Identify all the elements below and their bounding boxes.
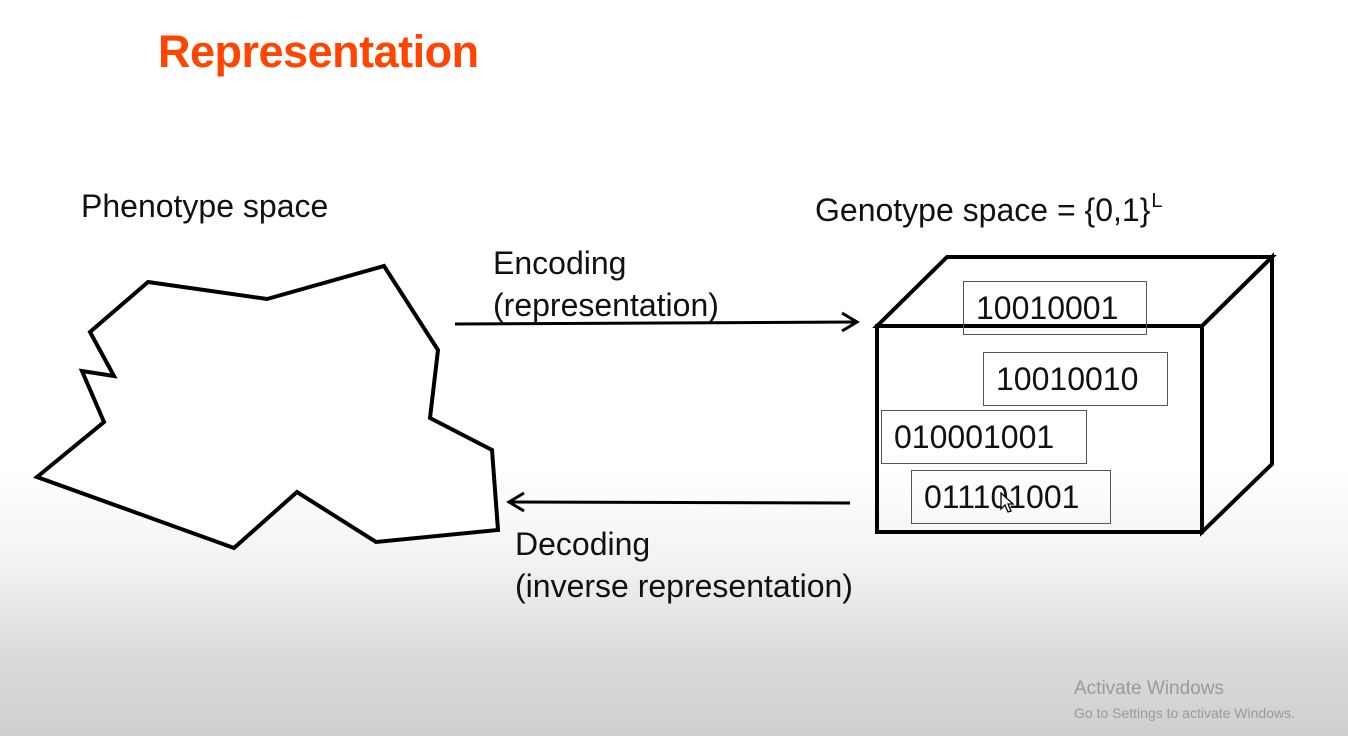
activate-windows-title: Activate Windows [1074,678,1224,699]
mouse-cursor-icon [1000,492,1014,513]
genotype-code: 011101001 [911,470,1111,524]
genotype-code: 10010010 [983,352,1168,406]
genotype-box [872,252,1277,537]
decoding-arrow [506,491,851,513]
genotype-space-label: Genotype space = {0,1}L [815,190,1163,229]
decoding-label: Decoding [515,526,651,562]
genotype-space-text: Genotype space = {0,1} [815,192,1151,228]
encoding-label: Encoding [493,245,627,281]
phenotype-shape [33,263,501,551]
encoding-arrow [454,311,860,333]
genotype-code: 010001001 [881,410,1087,464]
genotype-code: 10010001 [963,281,1147,335]
phenotype-space-label: Phenotype space [81,188,329,224]
slide-title: Representation [158,26,479,77]
encoding-sublabel: (representation) [493,287,719,323]
decoding-sublabel: (inverse representation) [515,568,853,604]
genotype-length-superscript: L [1151,190,1163,212]
genotype-box-side [1200,252,1274,537]
genotype-box-front [875,324,1204,534]
activate-windows-subtitle[interactable]: Go to Settings to activate Windows. [1074,705,1295,721]
